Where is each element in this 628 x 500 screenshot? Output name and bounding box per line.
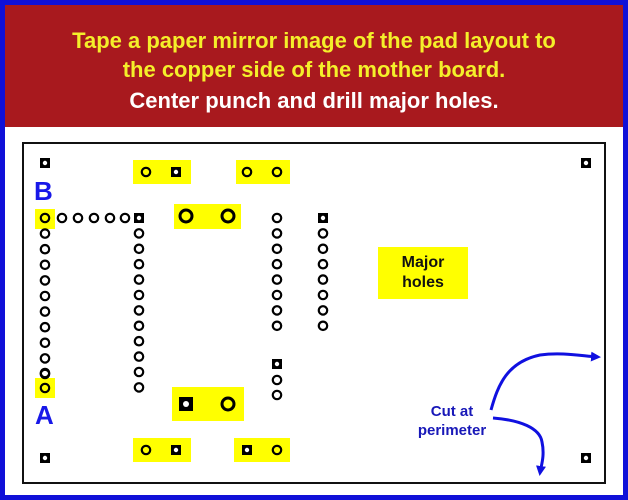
round-pad: [39, 337, 51, 349]
pad-hole: [173, 447, 179, 453]
round-pad: [39, 243, 51, 255]
round-pad: [104, 212, 116, 224]
pad-hole: [583, 160, 589, 166]
round-pad: [133, 305, 145, 316]
pad-hole: [42, 160, 48, 166]
round-pad: [271, 166, 283, 178]
round-pad: [271, 374, 283, 386]
pad-hole: [583, 455, 589, 461]
round-pad: [271, 274, 283, 285]
round-pad: [39, 290, 51, 302]
round-pad: [133, 320, 145, 332]
round-pad: [133, 366, 145, 378]
round-pad: [133, 243, 145, 255]
round-pad: [39, 321, 51, 333]
round-pad: [317, 289, 329, 301]
round-pad: [133, 351, 145, 362]
round-pad: [178, 208, 194, 224]
round-pad: [133, 289, 145, 301]
label-a: A: [35, 400, 54, 430]
round-pad: [140, 166, 152, 178]
major-holes-text: Major holes: [401, 254, 445, 291]
round-pad: [271, 389, 283, 401]
round-pad: [39, 275, 51, 286]
round-pad: [271, 289, 283, 301]
pad-hole: [136, 215, 142, 221]
pad-hole: [320, 215, 326, 221]
title-line-1: Tape a paper mirror image of the pad lay…: [72, 28, 556, 53]
pad-hole: [274, 361, 280, 367]
cut-at-perimeter-label: Cut at perimeter: [417, 403, 487, 439]
round-pad: [220, 396, 236, 412]
round-pad: [317, 274, 329, 285]
title-line-3: Center punch and drill major holes.: [129, 88, 499, 113]
mother-board-outline: [22, 142, 606, 484]
round-pad: [271, 320, 283, 332]
round-pad: [39, 228, 51, 239]
round-pad: [317, 228, 329, 239]
round-pad: [88, 212, 100, 224]
round-pad: [271, 243, 283, 255]
round-pad: [140, 444, 152, 456]
round-pad: [317, 258, 329, 270]
pad-b: [39, 212, 51, 224]
round-pad: [271, 228, 283, 239]
round-pad: [317, 243, 329, 255]
round-pad: [133, 335, 145, 347]
round-pad: [133, 258, 145, 270]
pad-hole: [42, 455, 48, 461]
pad-hole: [183, 401, 189, 407]
round-pad: [220, 208, 236, 224]
round-pad: [271, 212, 283, 224]
round-pad: [317, 320, 329, 332]
title-banner: Tape a paper mirror image of the pad lay…: [5, 5, 623, 127]
round-pad: [271, 444, 283, 456]
cut-arrow-lower: [492, 416, 546, 476]
pad-hole: [173, 169, 179, 175]
pad-hole: [244, 447, 250, 453]
highlight-b-pad: [35, 209, 55, 229]
round-pad: [133, 228, 145, 239]
round-pad: [133, 382, 145, 393]
highlight-a-pad: [35, 378, 55, 398]
label-b: B: [34, 176, 53, 206]
round-pad: [271, 305, 283, 316]
round-pad: [56, 212, 68, 224]
major-holes-legend: Major holes: [378, 247, 468, 299]
round-pad: [271, 258, 283, 270]
round-pad: [39, 306, 51, 317]
round-pad: [72, 212, 84, 224]
pad-a: [39, 382, 51, 394]
round-pad: [39, 259, 51, 271]
title-line-2: the copper side of the mother board.: [122, 57, 506, 82]
round-pad: [133, 274, 145, 285]
round-pad: [39, 353, 51, 364]
round-pad: [39, 367, 51, 379]
round-pad: [317, 305, 329, 316]
round-pad: [119, 212, 131, 224]
round-pad: [241, 166, 253, 178]
highlight-top-large-pair: [174, 204, 241, 229]
cut-arrow-upper: [489, 351, 601, 411]
